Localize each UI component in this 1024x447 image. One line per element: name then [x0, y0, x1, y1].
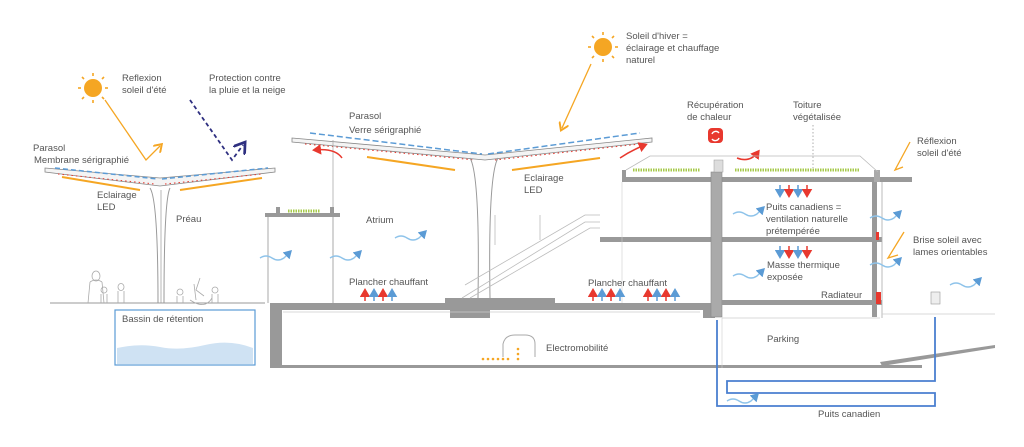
- cool-air-squiggle-icon: [869, 210, 902, 221]
- label-canadian-well: Puits canadien: [818, 409, 881, 420]
- sun-icon-winter: [562, 32, 618, 128]
- canadian-well-pipe: [716, 291, 941, 407]
- cool-air-squiggle-icon: [726, 393, 759, 404]
- cool-air-squiggle-icon: [394, 230, 427, 241]
- parking-structure: [722, 313, 995, 366]
- cool-air-squiggle-icon: [949, 277, 982, 288]
- label-atrium: Atrium: [366, 215, 394, 226]
- label-parking: Parking: [767, 334, 800, 345]
- heat-recovery-icon: [708, 128, 723, 143]
- label-heated-floor-left: Plancher chauffant: [349, 277, 429, 288]
- people-figures-outside: [87, 270, 219, 305]
- basement-structure: [270, 298, 922, 368]
- sun-reflection-right-arrows: [886, 141, 911, 260]
- rain-arrow-icon: [189, 99, 243, 162]
- warm-air-arrows: [312, 142, 760, 161]
- label-heated-floor-right: Plancher chauffant: [588, 278, 668, 289]
- cool-air-squiggle-icon: [732, 206, 765, 217]
- label-preau: Préau: [176, 214, 202, 225]
- label-radiator: Radiateur: [821, 290, 863, 301]
- sun-icon-left: [78, 73, 160, 162]
- left-parasol: [44, 167, 276, 304]
- label-electromobility: Electromobilité: [546, 343, 609, 354]
- car-icon: [481, 334, 536, 361]
- heating-arrows: [359, 185, 813, 301]
- left-annex: [265, 207, 340, 303]
- cool-air-squiggle-icon: [732, 268, 765, 279]
- cool-air-squiggle-icon: [869, 257, 902, 268]
- retention-basin: [114, 309, 256, 366]
- right-building: [600, 125, 912, 318]
- cool-air-squiggle-icon: [259, 250, 292, 261]
- cool-air-arrows: [259, 206, 982, 404]
- cool-air-squiggle-icon: [329, 250, 362, 261]
- label-retention-basin: Bassin de rétention: [122, 314, 204, 325]
- staircase: [461, 214, 600, 299]
